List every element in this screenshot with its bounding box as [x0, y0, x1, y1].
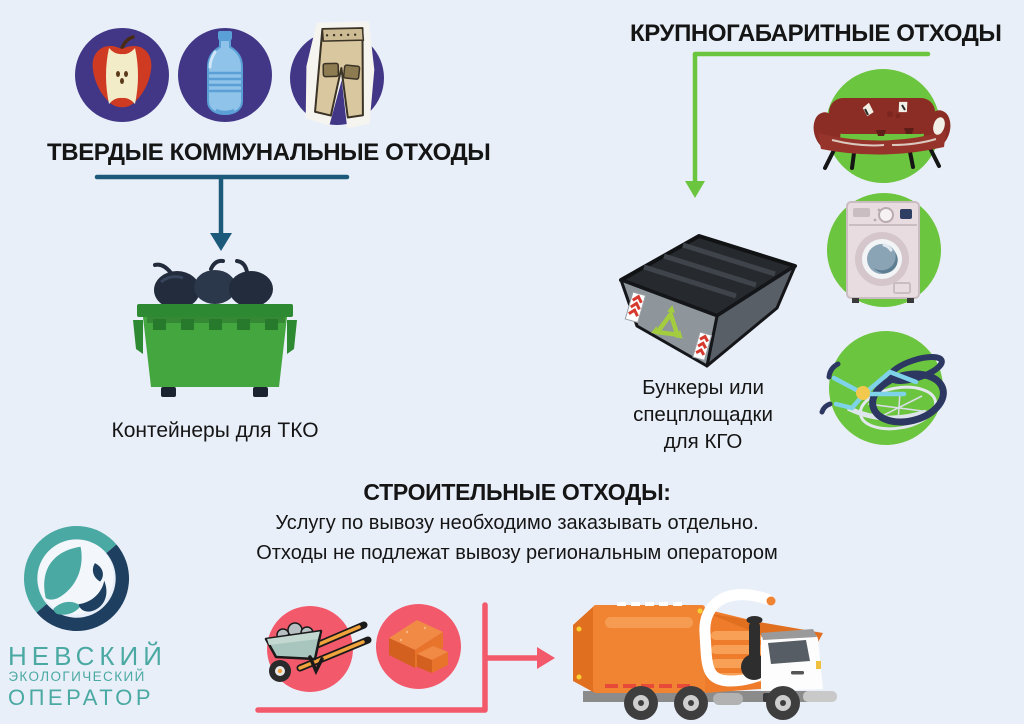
kgo-caption: Бункеры или спецплощадки для КГО [600, 374, 806, 455]
construction-heading: СТРОИТЕЛЬНЫЕ ОТХОДЫ: [363, 479, 671, 505]
nevsky-operator-logo [24, 526, 130, 632]
old-pants-icon [305, 21, 375, 129]
tko-circle-bottle [178, 28, 272, 122]
apple-core-icon [92, 35, 152, 108]
logo-line2: ЭКОЛОГИЧЕСКИЙ [8, 669, 146, 684]
tko-circle-apple [75, 28, 169, 122]
kgo-arrow [685, 51, 931, 198]
kgo-caption-line1: Бункеры или [642, 376, 764, 399]
kgo-caption-line2: спецплощадки [633, 403, 773, 426]
logo-line1: НЕВСКИЙ [8, 641, 167, 671]
tko-heading: ТВЕРДЫЕ КОММУНАЛЬНЫЕ ОТХОДЫ [47, 139, 491, 166]
construction-note-2: Отходы не подлежат вывозу региональным о… [256, 542, 778, 564]
tko-arrow [94, 174, 350, 251]
skip-bunker-icon [619, 234, 797, 368]
construction-arrow [255, 602, 555, 713]
dumpster-icon [133, 258, 297, 397]
kgo-caption-line3: для КГО [663, 430, 743, 453]
tko-caption: Контейнеры для ТКО [111, 419, 319, 442]
sofa-icon [813, 98, 951, 170]
kgo-heading: КРУПНОГАБАРИТНЫЕ ОТХОДЫ [630, 20, 1002, 47]
wheelbarrow-icon [264, 621, 372, 682]
garbage-truck-icon [573, 589, 837, 720]
bricks-icon [389, 620, 448, 673]
logo-line3: ОПЕРАТОР [8, 685, 154, 710]
plastic-bottle-icon [207, 31, 243, 116]
washing-machine-icon [846, 201, 920, 303]
bicycle-icon [819, 354, 947, 431]
construction-note-1: Услугу по вывозу необходимо заказывать о… [275, 512, 759, 534]
